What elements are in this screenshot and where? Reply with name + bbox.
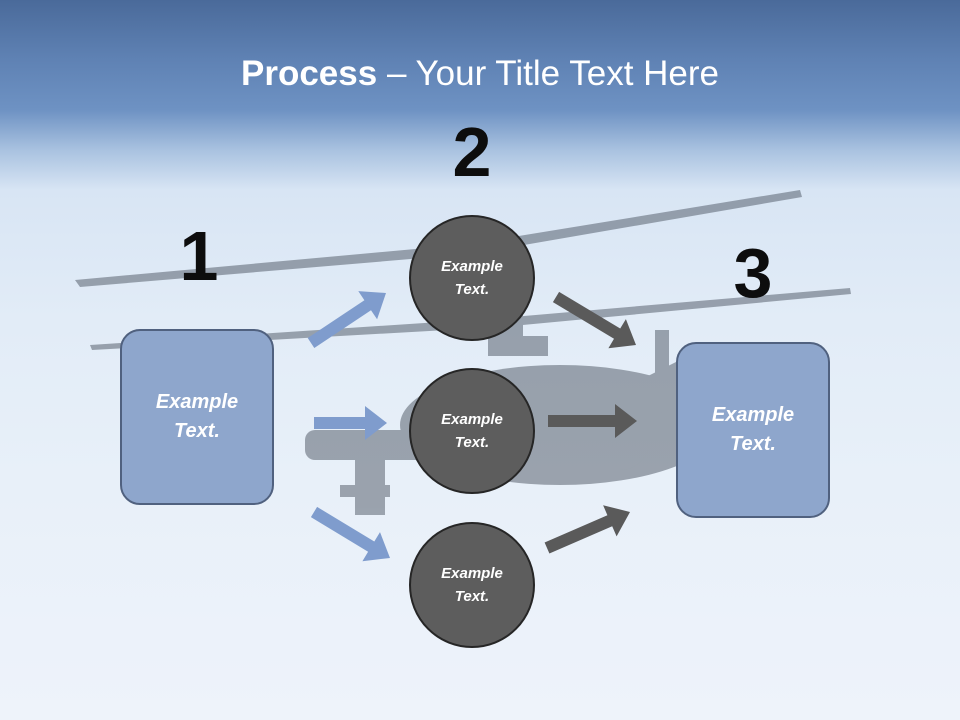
- title-rest-part: – Your Title Text Here: [377, 54, 719, 93]
- arrow-input-to-circle-2: [314, 406, 387, 440]
- process-circle-1: Example Text.: [409, 215, 535, 341]
- input-box: Example Text.: [120, 329, 274, 505]
- arrow-circle-1-to-output: [552, 291, 636, 349]
- slide-title: Process – Your Title Text Here: [0, 52, 960, 96]
- arrow-input-to-circle-3: [310, 506, 390, 562]
- title-bold-part: Process: [241, 54, 378, 93]
- process-circle-3: Example Text.: [409, 522, 535, 648]
- step-number-1: 1: [179, 217, 219, 295]
- process-circle-2-text: Example Text.: [441, 411, 503, 451]
- input-box-text: Example Text.: [155, 391, 239, 442]
- process-circle-3-text: Example Text.: [441, 565, 503, 605]
- process-circle-2: Example Text.: [409, 368, 535, 494]
- output-box-text: Example Text.: [711, 404, 795, 455]
- arrow-circle-2-to-output: [548, 404, 637, 438]
- output-box: Example Text.: [676, 342, 830, 518]
- arrow-input-to-circle-1: [307, 291, 386, 348]
- process-circle-1-text: Example Text.: [441, 258, 503, 298]
- step-number-2: 2: [452, 113, 492, 191]
- step-number-3: 3: [733, 234, 773, 312]
- arrow-circle-3-to-output: [544, 505, 630, 554]
